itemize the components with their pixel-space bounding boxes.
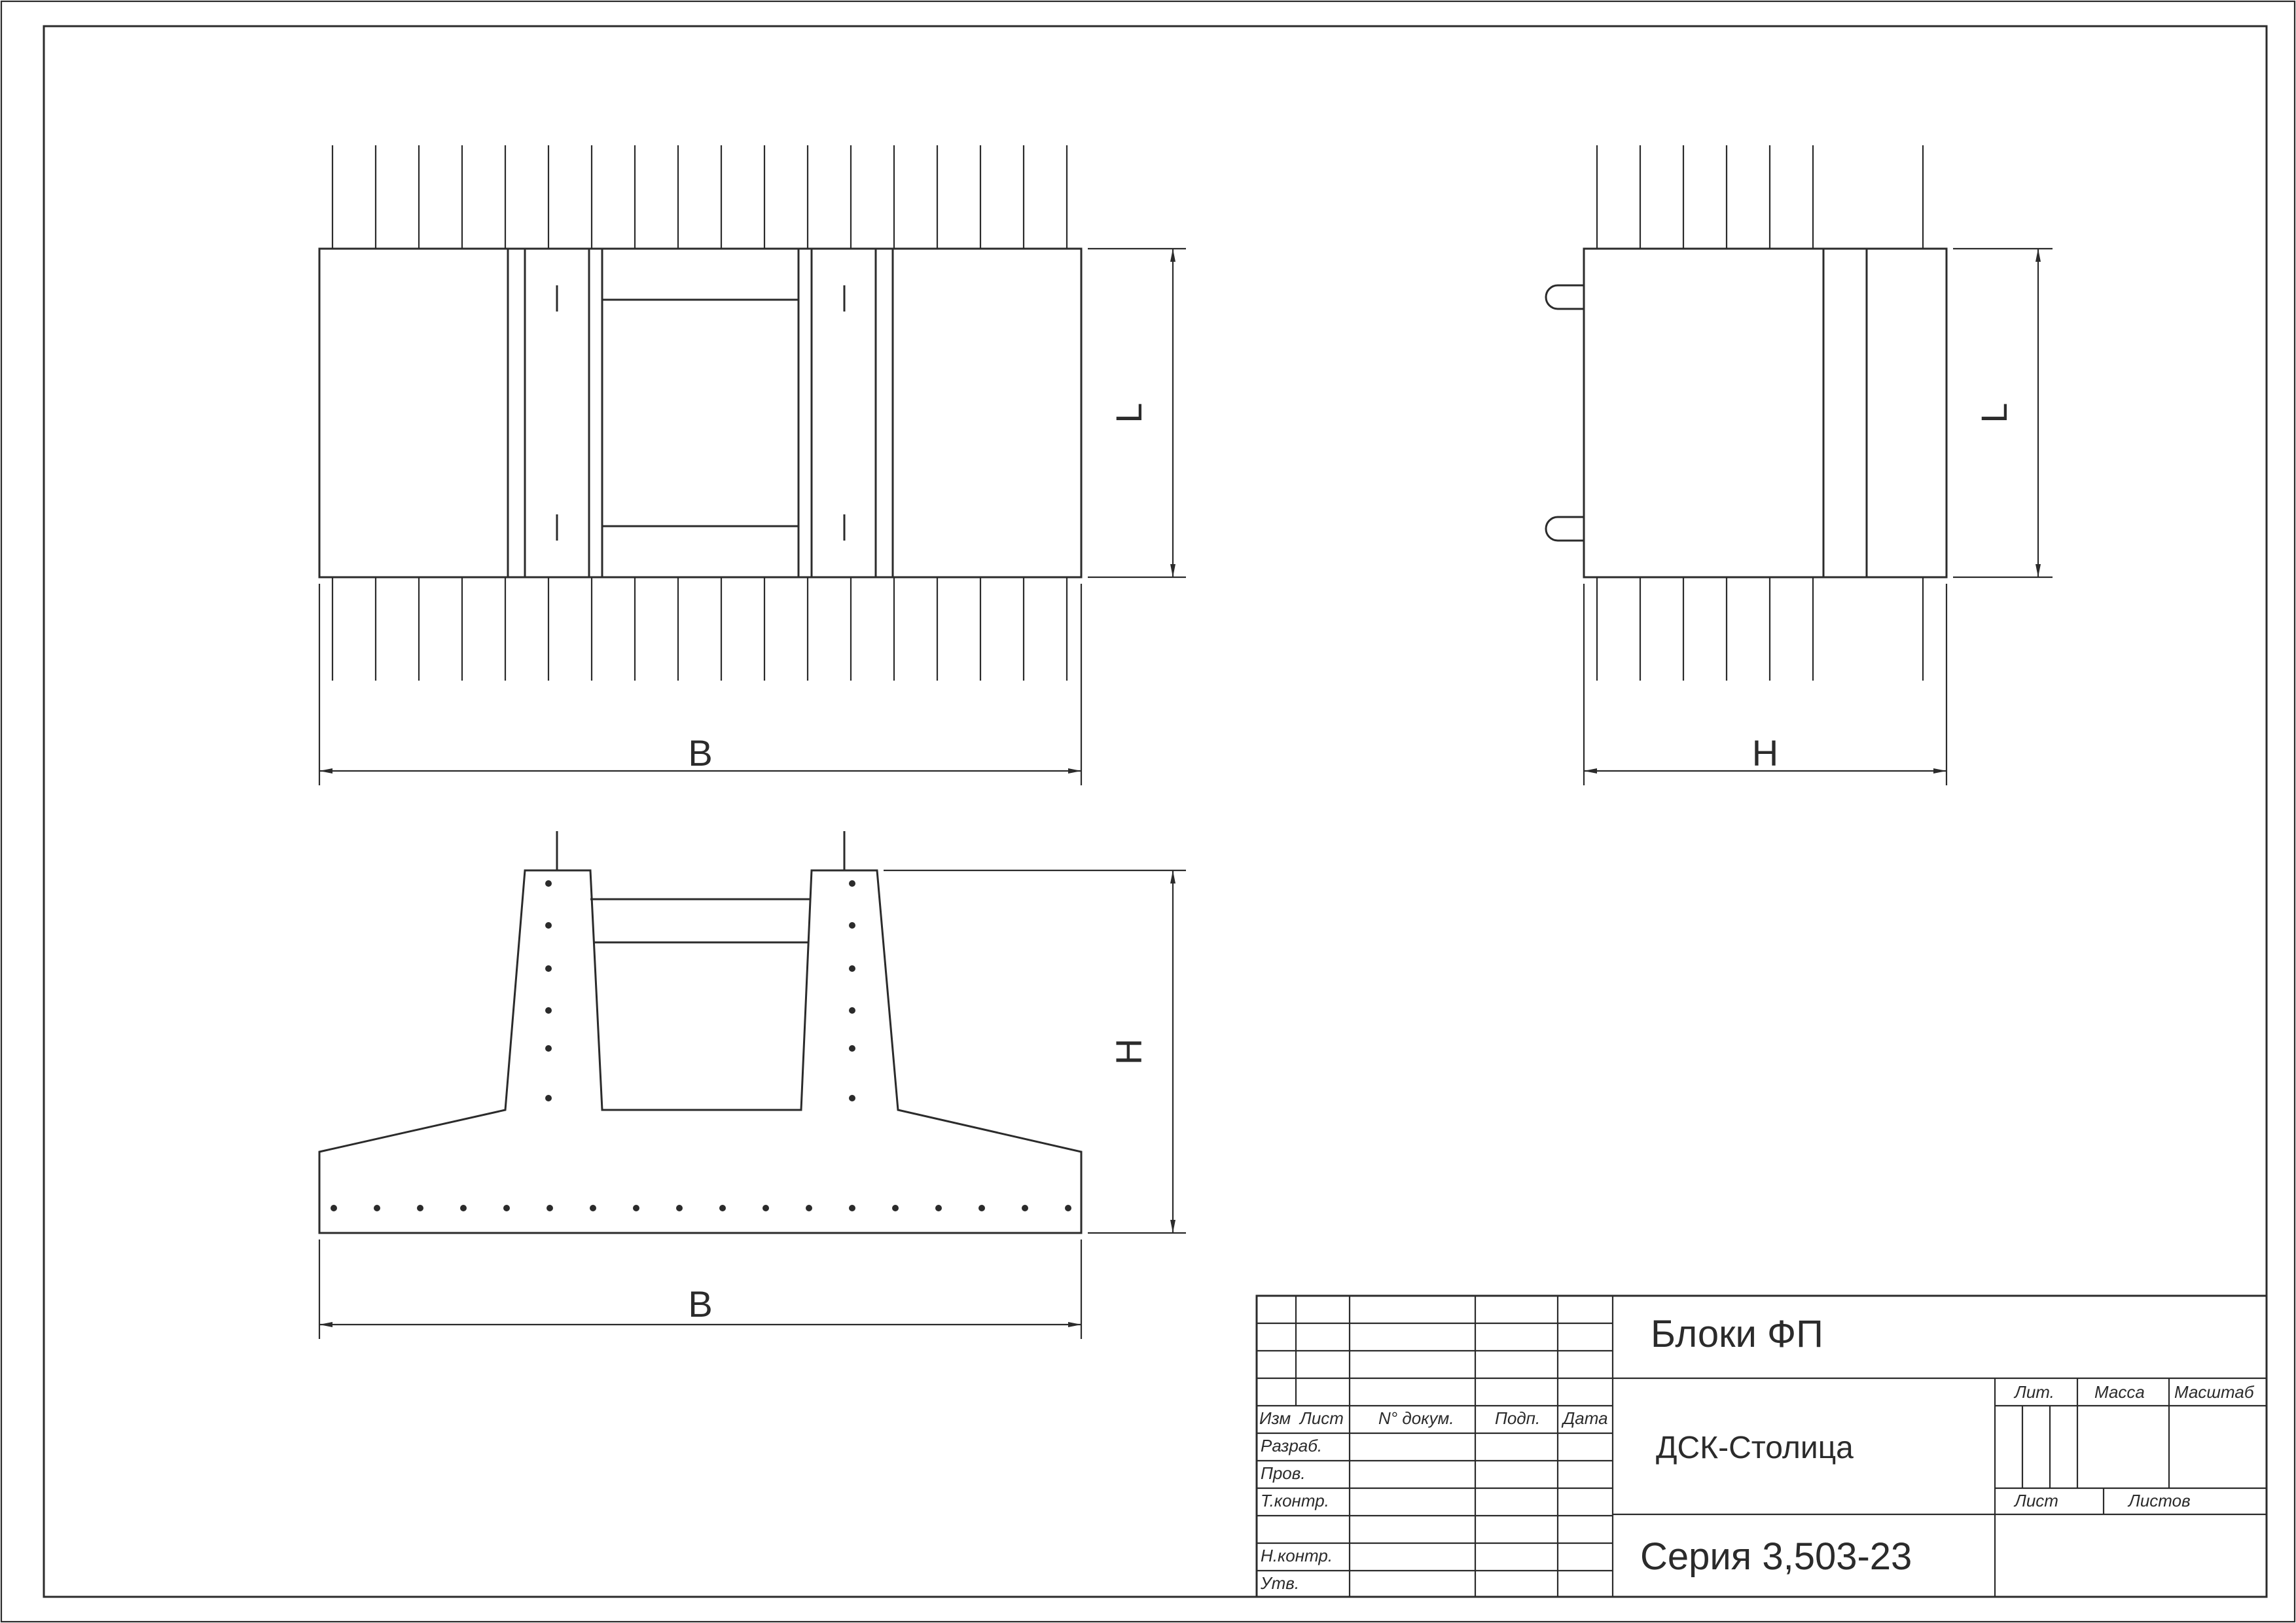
- label-sheet: Лист: [2013, 1491, 2058, 1510]
- rebar-dot: [633, 1205, 639, 1211]
- section-height-label: H: [1108, 1039, 1149, 1065]
- top-view-break-lines: [331, 145, 1068, 681]
- side-view-width-label: H: [1752, 732, 1778, 774]
- rebar-dot: [676, 1205, 683, 1211]
- label-mass: Масса: [2094, 1382, 2145, 1402]
- top-view-length-label: L: [1108, 402, 1149, 423]
- top-view: L B: [318, 145, 1186, 785]
- side-view-lifting-loop: [1545, 284, 1584, 310]
- rebar-dot: [503, 1205, 510, 1211]
- row-approved: Утв.: [1260, 1573, 1299, 1593]
- rebar-dot: [547, 1205, 553, 1211]
- header-sign: Подп.: [1495, 1408, 1540, 1428]
- rebar-dot: [849, 1045, 855, 1052]
- side-view-break-lines: [1596, 145, 1924, 681]
- row-developed: Разраб.: [1261, 1436, 1322, 1455]
- rebar-dot: [545, 1095, 552, 1101]
- rebar-dot: [849, 922, 855, 929]
- side-view-inner-lines: [1822, 249, 1868, 577]
- side-view-lifting-loop: [1545, 516, 1584, 542]
- rebar-dot: [849, 965, 855, 972]
- rebar-dot: [460, 1205, 467, 1211]
- organization-name: ДСК-Столица: [1656, 1431, 1854, 1465]
- rebar-dot: [806, 1205, 812, 1211]
- top-view-width-label: B: [688, 732, 712, 774]
- top-view-outline: [318, 247, 1083, 579]
- cross-section-outline: [318, 869, 1083, 1234]
- drawing-title: Блоки ФП: [1651, 1313, 1823, 1355]
- row-tech-control: Т.контр.: [1261, 1491, 1329, 1510]
- title-block-frame: [1255, 1294, 2268, 1598]
- label-scale: Масштаб: [2174, 1382, 2255, 1402]
- label-sheets: Листов: [2127, 1491, 2191, 1510]
- title-block-grid: [1257, 1296, 2267, 1597]
- section-width-label: B: [688, 1283, 712, 1325]
- rebar-dot: [849, 880, 855, 887]
- header-date: Дата: [1561, 1408, 1608, 1428]
- title-block: Изм Лист N° докум. Подп. Дата Разраб. Пр…: [1255, 1294, 2268, 1598]
- rebar-dot: [935, 1205, 942, 1211]
- side-view-length-label: L: [1973, 402, 2015, 423]
- row-norm-control: Н.контр.: [1261, 1546, 1333, 1565]
- side-view-length-dimension: [1953, 247, 2053, 579]
- rebar-dot: [545, 1045, 552, 1052]
- rebar-dot: [849, 1095, 855, 1101]
- rebar-dot: [849, 1007, 855, 1014]
- rebar-dot: [545, 880, 552, 887]
- rebar-dot: [545, 1007, 552, 1014]
- section-height-dimension: [884, 869, 1186, 1234]
- top-view-length-dimension: [1088, 247, 1186, 579]
- top-view-inner-lines: [507, 249, 894, 577]
- rebar-dot: [892, 1205, 899, 1211]
- cross-section-inner-lines: [556, 831, 846, 944]
- side-view-outline: [1583, 247, 1948, 579]
- rebar-dot: [374, 1205, 380, 1211]
- rebar-dot: [1022, 1205, 1028, 1211]
- side-view: L H: [1545, 145, 2053, 785]
- top-view-width-dimension: [318, 584, 1083, 785]
- side-view-width-dimension: [1583, 584, 1948, 785]
- inner-frame: [43, 25, 2268, 1598]
- series-designation: Серия 3,503-23: [1640, 1535, 1912, 1578]
- rebar-dot: [590, 1205, 596, 1211]
- header-list: Лист: [1299, 1408, 1344, 1428]
- rebar-dot: [719, 1205, 726, 1211]
- rebar-dot: [762, 1205, 769, 1211]
- rebar-dot: [849, 1205, 855, 1211]
- rebar-dot: [331, 1205, 337, 1211]
- rebar-dot: [1065, 1205, 1071, 1211]
- header-doc-no: N° докум.: [1378, 1408, 1454, 1428]
- row-checked: Пров.: [1261, 1463, 1306, 1483]
- section-width-dimension: [318, 1240, 1083, 1339]
- rebar-dot: [545, 922, 552, 929]
- rebar-dot: [417, 1205, 423, 1211]
- header-izm: Изм: [1259, 1408, 1291, 1428]
- cross-section: H B: [318, 831, 1186, 1339]
- label-lit: Лит.: [2013, 1382, 2054, 1402]
- rebar-dot: [978, 1205, 985, 1211]
- reinforcement-dots: [331, 880, 1071, 1211]
- rebar-dot: [545, 965, 552, 972]
